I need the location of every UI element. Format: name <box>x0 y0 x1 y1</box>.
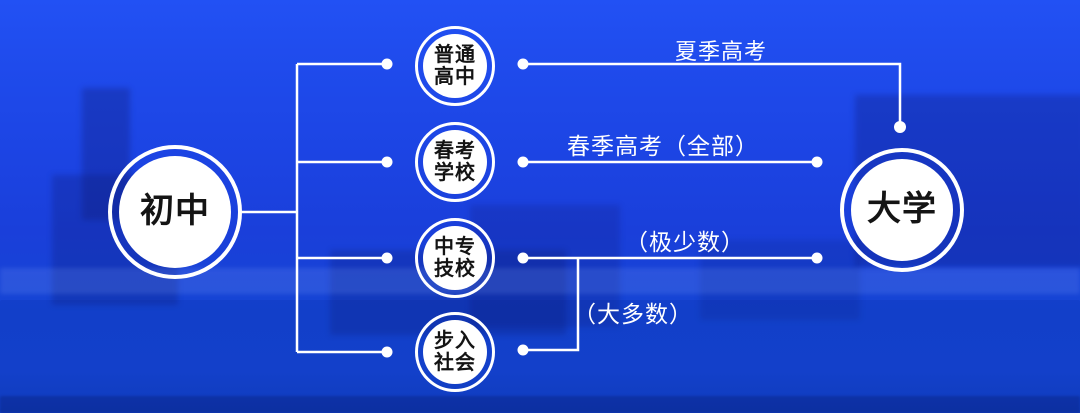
node-label: 初中 <box>119 156 231 268</box>
bottom-shadow-band <box>0 396 1080 413</box>
dot <box>381 156 393 168</box>
node-regular-high-school: 普通 高中 <box>415 26 495 106</box>
dot <box>381 252 393 264</box>
building-silhouette <box>470 205 620 327</box>
node-label: 春考 学校 <box>423 130 487 194</box>
edge-label-spring-gaokao: 春季高考（全部） <box>567 133 759 159</box>
dot <box>381 346 393 358</box>
node-label: 步入 社会 <box>423 320 487 384</box>
dot <box>517 58 529 70</box>
node-technical-school: 中专 技校 <box>415 218 495 298</box>
edge-label-majority: （大多数） <box>573 301 693 327</box>
dot <box>517 344 529 356</box>
edge-label-summer-gaokao: 夏季高考 <box>674 39 768 64</box>
dot <box>894 121 906 133</box>
field-tint <box>0 300 1080 413</box>
node-enter-society: 步入 社会 <box>415 312 495 392</box>
edge-label-minority: （极少数） <box>625 229 745 255</box>
node-university: 大学 <box>840 148 964 272</box>
building-silhouette <box>700 240 860 320</box>
dot <box>381 58 393 70</box>
dot <box>811 156 823 168</box>
node-label: 中专 技校 <box>423 226 487 290</box>
edge-majority-branch <box>523 258 580 352</box>
dot <box>811 252 823 264</box>
node-spring-exam-school: 春考 学校 <box>415 122 495 202</box>
node-label: 普通 高中 <box>423 34 487 98</box>
node-middle-school: 初中 <box>108 145 242 279</box>
edge-summer-gaokao <box>523 62 902 124</box>
dot <box>517 252 529 264</box>
node-label: 大学 <box>851 159 953 261</box>
dot <box>517 156 529 168</box>
